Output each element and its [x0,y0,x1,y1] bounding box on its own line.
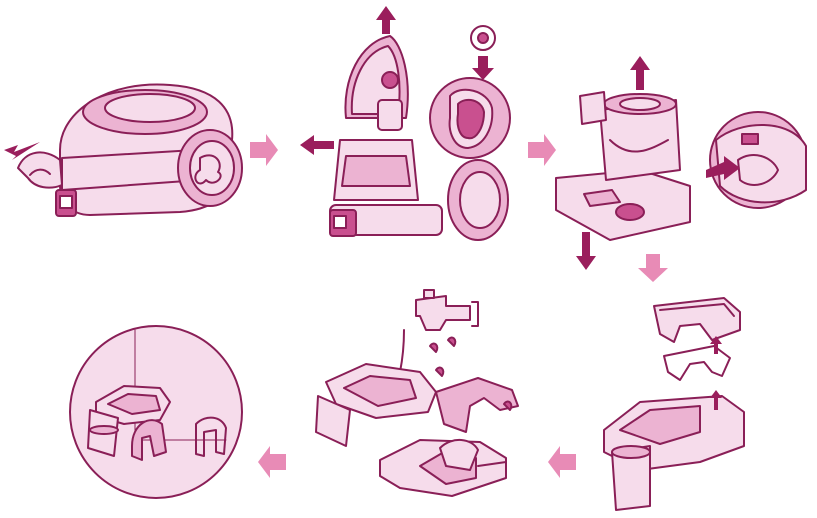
flow-arrow-4 [548,446,576,478]
step-2-up-arrow [376,6,396,34]
flow-arrow-5 [258,446,286,478]
flow-arrow-1 [250,134,278,166]
flow-arrow-2 [528,134,556,166]
step-2-down-arrow [472,56,494,80]
step-5-washing-parts [316,290,518,496]
step-4-filters-exploded [604,298,744,510]
step-3-up-arrow [630,56,650,90]
step-3-down-arrow [576,232,596,270]
step-6-parts-drying [70,326,242,498]
step-3-dust-bin-assembly [556,92,806,240]
flow-arrow-3 [638,254,668,282]
step-1-vacuum-cleaner [18,84,242,216]
step-2-left-arrow [300,135,334,155]
